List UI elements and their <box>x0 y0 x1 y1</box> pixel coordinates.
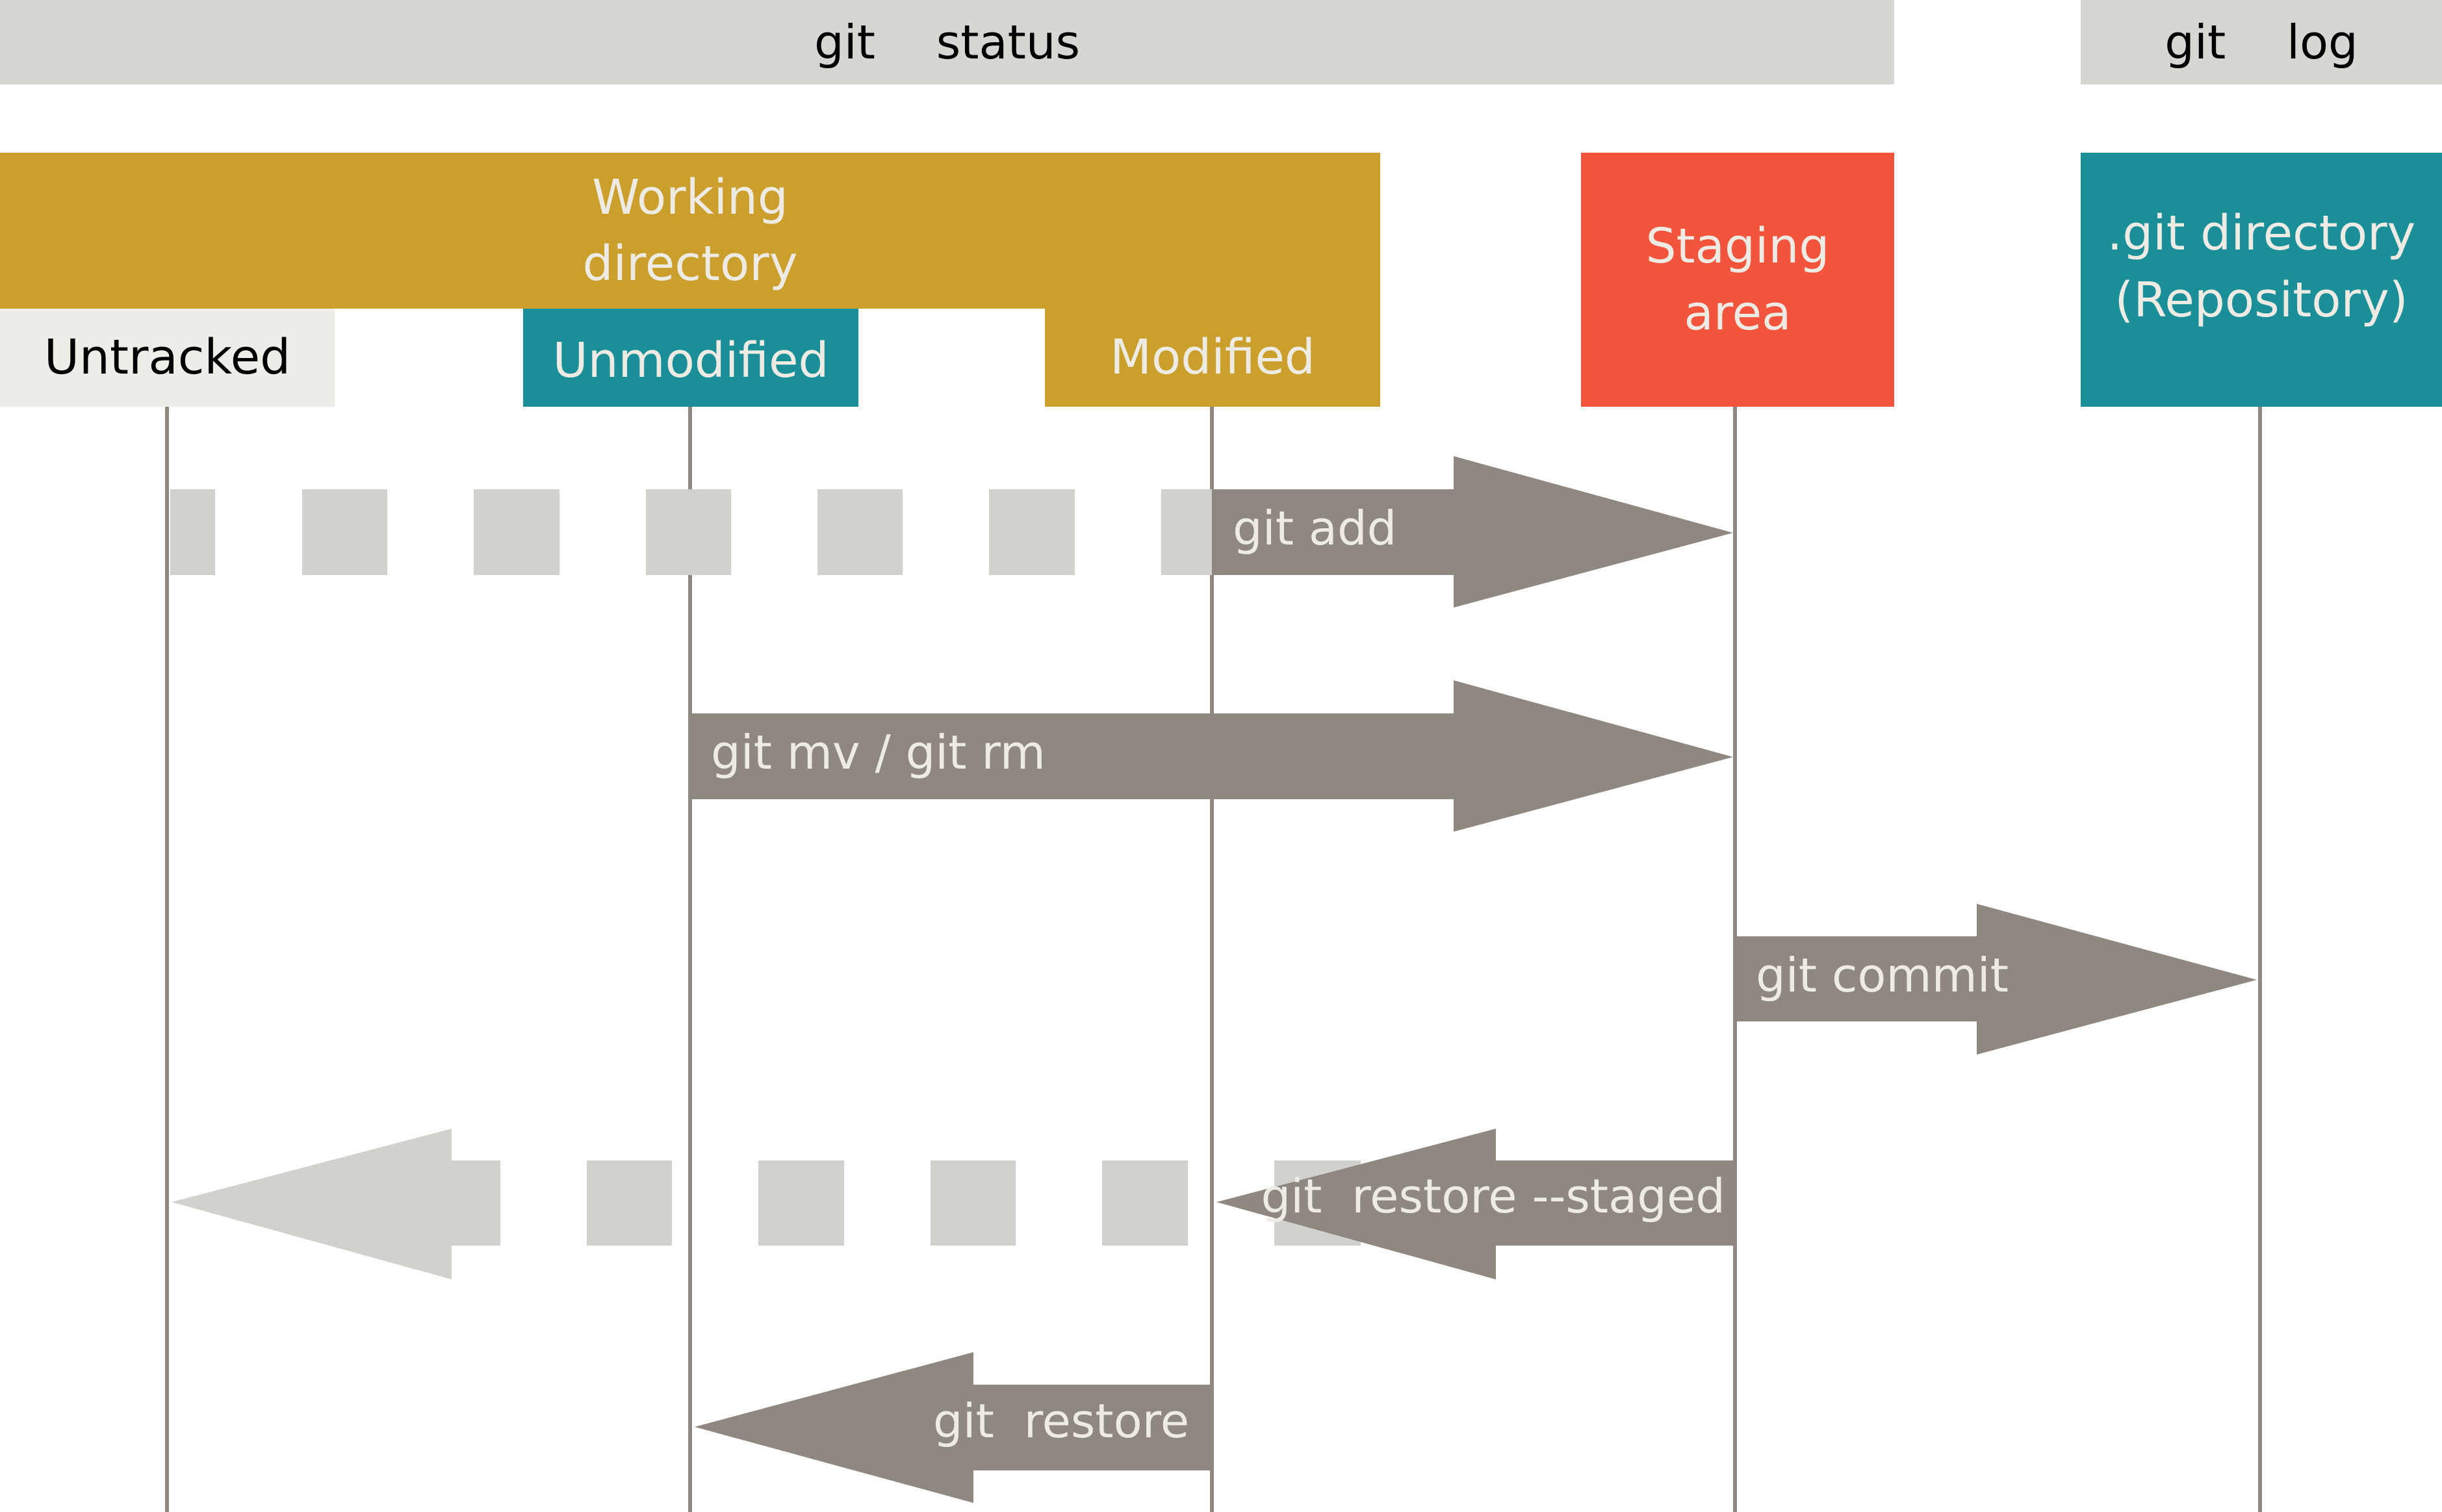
git-add-dashed-segment <box>170 489 1212 575</box>
repository-box: .git directory (Repository) <box>2081 153 2442 407</box>
git-status-label: git status <box>814 15 1080 70</box>
staging-line1: Staging <box>1645 218 1830 275</box>
unmodified-box: Unmodified <box>523 309 858 407</box>
modified-label: Modified <box>1110 329 1315 386</box>
working-directory-box: Working directory <box>0 153 1380 309</box>
git-restore-label: git restore <box>933 1394 1189 1448</box>
modified-box: Modified <box>1045 309 1380 407</box>
staging-area-box: Staging area <box>1581 153 1894 407</box>
repository-line2: (Repository) <box>2114 272 2408 328</box>
git-log-label: git log <box>2165 15 2358 70</box>
git-mv-rm-arrow[interactable] <box>690 680 1733 832</box>
repository-line1: .git directory <box>2107 205 2416 262</box>
untracked-box: Untracked <box>0 309 335 407</box>
staging-line2: area <box>1684 285 1792 341</box>
git-log-band: git log <box>2081 0 2442 84</box>
git-restore-staged-arrow[interactable] <box>1216 1129 1735 1279</box>
git-restore-staged-dashed-segment <box>172 1129 1361 1279</box>
untracked-label: Untracked <box>44 329 291 386</box>
git-restore-arrow[interactable] <box>695 1352 1212 1503</box>
git-status-band: git status <box>0 0 1894 84</box>
working-directory-line2: directory <box>582 236 798 292</box>
unmodified-label: Unmodified <box>552 333 829 389</box>
git-restore-staged-label: git restore --staged <box>1261 1169 1725 1224</box>
git-commit-arrow[interactable] <box>1737 904 2257 1055</box>
git-add-arrow[interactable] <box>1212 456 1733 608</box>
git-mv-rm-label: git mv / git rm <box>711 725 1046 780</box>
working-directory-line1: Working <box>592 169 788 225</box>
git-add-label: git add <box>1233 501 1396 556</box>
git-commit-label: git commit <box>1756 948 2009 1003</box>
